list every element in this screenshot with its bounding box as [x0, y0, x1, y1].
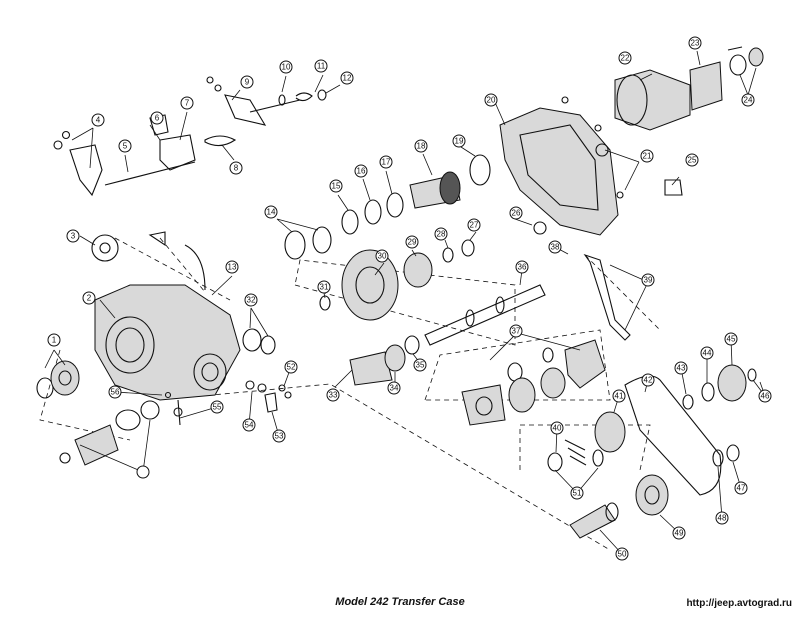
callout-label: 9: [245, 78, 250, 87]
mainshaft: [424, 284, 546, 346]
callout-label: 48: [718, 514, 727, 523]
callout-label: 20: [487, 96, 496, 105]
callout-label: 50: [618, 550, 627, 559]
front-case-half: [91, 231, 241, 401]
callout-label: 30: [378, 252, 387, 261]
gear-train: [242, 154, 491, 386]
callout-label: 46: [761, 392, 770, 401]
callout-label: 52: [287, 363, 296, 372]
callout-markers: 1 2 3 4 5 6 7 8 9 10 11 12 13 14 15 16 1…: [47, 36, 772, 561]
callout-label: 56: [111, 388, 120, 397]
callout-label: 7: [185, 99, 190, 108]
callout-label: 10: [282, 63, 291, 72]
callout-label: 54: [245, 421, 254, 430]
callout-label: 34: [390, 384, 399, 393]
callout-label: 29: [408, 238, 417, 247]
callout-label: 40: [553, 424, 562, 433]
callout-label: 31: [320, 283, 329, 292]
callout-label: 53: [275, 432, 284, 441]
callout-label: 21: [643, 152, 652, 161]
callout-label: 11: [317, 62, 326, 71]
callout-label: 28: [437, 230, 446, 239]
callout-label: 36: [518, 263, 527, 272]
callout-label: 6: [155, 114, 160, 123]
callout-label: 39: [644, 276, 653, 285]
callout-label: 45: [727, 335, 736, 344]
callout-label: 17: [382, 158, 391, 167]
rear-case-half: [499, 96, 683, 236]
front-output-assembly: [36, 360, 183, 466]
callout-label: 26: [512, 209, 521, 218]
callout-label: 18: [417, 142, 426, 151]
callout-label: 33: [329, 391, 338, 400]
callout-label: 24: [744, 96, 753, 105]
callout-label: 55: [213, 403, 222, 412]
callout-label: 19: [455, 137, 464, 146]
callout-label: 38: [551, 243, 560, 252]
callout-label: 16: [357, 167, 366, 176]
shift-fork-assembly: [53, 76, 327, 197]
callout-label: 3: [71, 232, 76, 241]
callout-label: 43: [677, 364, 686, 373]
callout-label: 41: [615, 392, 624, 401]
callout-label: 23: [691, 39, 700, 48]
callout-label: 4: [96, 116, 101, 125]
small-hardware: [164, 380, 292, 426]
callout-label: 37: [512, 327, 521, 336]
diagram-caption: Model 242 Transfer Case: [335, 596, 465, 608]
drive-chain-assembly: [547, 364, 757, 539]
callout-label: 22: [621, 54, 630, 63]
oil-pump-assembly: [461, 253, 631, 426]
callout-label: 25: [688, 156, 697, 165]
callout-label: 47: [737, 484, 746, 493]
callout-label: 27: [470, 221, 479, 230]
callout-label: 42: [644, 376, 653, 385]
callout-label: 49: [675, 529, 684, 538]
callout-label: 5: [123, 142, 128, 151]
callout-label: 15: [332, 182, 341, 191]
callout-label: 51: [573, 489, 582, 498]
source-url-link[interactable]: http://jeep.avtograd.ru: [686, 598, 792, 609]
callout-label: 2: [87, 294, 92, 303]
extension-housing: [614, 46, 764, 131]
callout-label: 44: [703, 349, 712, 358]
callout-label: 14: [267, 208, 276, 217]
callout-label: 13: [228, 263, 237, 272]
callout-label: 8: [234, 164, 239, 173]
callout-label: 32: [247, 296, 256, 305]
callout-label: 35: [416, 361, 425, 370]
callout-label: 12: [343, 74, 352, 83]
callout-label: 1: [52, 336, 57, 345]
